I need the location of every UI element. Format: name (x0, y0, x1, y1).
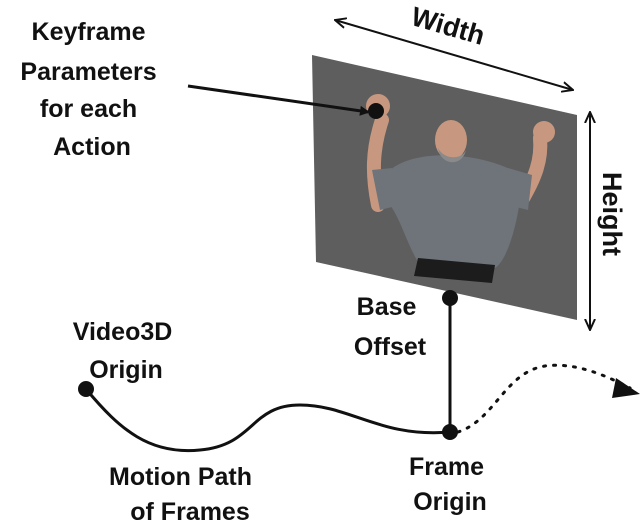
keyframe-label: Keyframe Parameters for each Action (20, 18, 163, 161)
width-label: Width (408, 1, 488, 50)
person-figure (366, 94, 555, 283)
keyframe-marker (368, 103, 384, 119)
video3d-origin-label: Video3D Origin (73, 318, 180, 384)
base-offset-label: Base Offset (354, 293, 427, 361)
motion-path-arrowhead (612, 378, 640, 398)
frame-origin-marker (442, 424, 458, 440)
video-frame (312, 55, 577, 320)
motion-path-label: Motion Path of Frames (109, 463, 259, 526)
height-label: Height (597, 172, 627, 256)
width-dimension-arrow (335, 20, 573, 90)
motion-path-continuation (456, 363, 632, 434)
base-offset-marker (442, 290, 458, 306)
frame-origin-label: Frame Origin (409, 453, 491, 516)
keyframe-pointer-arrow (187, 84, 370, 116)
motion-path (84, 388, 451, 453)
